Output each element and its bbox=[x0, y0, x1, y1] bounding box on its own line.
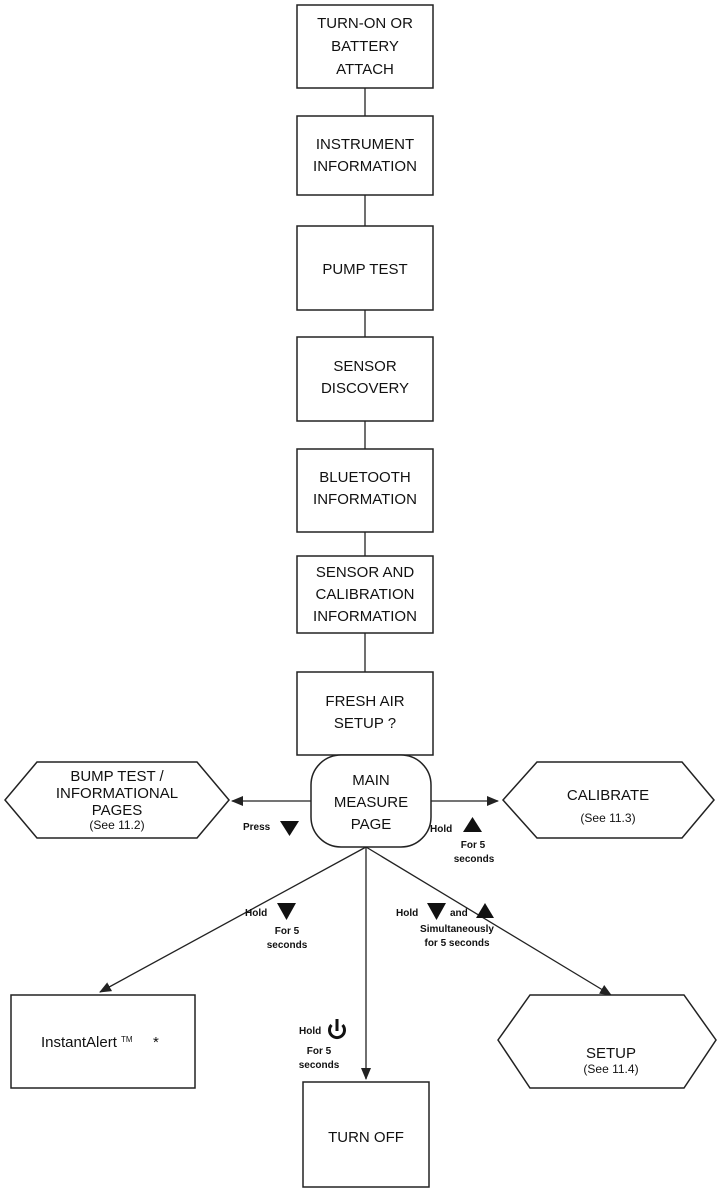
svg-text:and: and bbox=[450, 908, 468, 919]
up-triangle-icon bbox=[463, 817, 482, 832]
svg-text:for 5 seconds: for 5 seconds bbox=[424, 938, 489, 949]
svg-text:(See 11.4): (See 11.4) bbox=[583, 1062, 638, 1076]
svg-text:seconds: seconds bbox=[299, 1060, 340, 1071]
arrow-main-setup bbox=[365, 846, 612, 996]
svg-text:Hold: Hold bbox=[245, 908, 267, 919]
node-instant-alert: InstantAlert TM * bbox=[10, 994, 196, 1089]
svg-text:Hold: Hold bbox=[430, 824, 452, 835]
svg-text:(See 11.2): (See 11.2) bbox=[89, 818, 144, 832]
node-pump-test: PUMP TEST bbox=[296, 225, 434, 311]
svg-text:Hold: Hold bbox=[299, 1026, 321, 1037]
svg-text:seconds: seconds bbox=[267, 940, 308, 951]
svg-text:InstantAlert: InstantAlert bbox=[41, 1034, 118, 1051]
up-triangle-icon bbox=[476, 903, 494, 918]
label-hold-down-and-up: Hold and Simultaneously for 5 seconds bbox=[396, 903, 494, 949]
svg-text:TURN OFF: TURN OFF bbox=[328, 1129, 404, 1146]
svg-text:For 5: For 5 bbox=[307, 1046, 332, 1057]
svg-text:CALIBRATE: CALIBRATE bbox=[567, 787, 649, 804]
node-setup: SETUP (See 11.4) bbox=[497, 994, 717, 1089]
down-triangle-icon bbox=[427, 903, 446, 920]
node-turn-off: TURN OFF bbox=[302, 1081, 430, 1188]
down-triangle-icon bbox=[277, 903, 296, 920]
svg-text:Simultaneously: Simultaneously bbox=[420, 924, 494, 935]
svg-text:Hold: Hold bbox=[396, 908, 418, 919]
power-icon bbox=[328, 1019, 346, 1040]
svg-text:*: * bbox=[153, 1034, 159, 1051]
svg-text:Press: Press bbox=[243, 822, 271, 833]
svg-text:For 5: For 5 bbox=[275, 926, 300, 937]
arrow-main-instantalert bbox=[99, 846, 367, 993]
svg-text:For 5: For 5 bbox=[461, 840, 486, 851]
node-calibrate: CALIBRATE (See 11.3) bbox=[501, 761, 715, 839]
svg-text:PUMP TEST: PUMP TEST bbox=[322, 261, 407, 278]
svg-text:SETUP: SETUP bbox=[586, 1045, 636, 1062]
label-hold-up: Hold For 5 seconds bbox=[430, 817, 495, 865]
label-hold-power: Hold For 5 seconds bbox=[299, 1019, 346, 1071]
label-press-down: Press bbox=[243, 821, 299, 836]
down-triangle-icon bbox=[280, 821, 299, 836]
label-hold-down: Hold For 5 seconds bbox=[245, 903, 308, 951]
svg-text:(See 11.3): (See 11.3) bbox=[580, 811, 635, 825]
svg-text:TM: TM bbox=[121, 1035, 133, 1044]
svg-text:seconds: seconds bbox=[454, 854, 495, 865]
